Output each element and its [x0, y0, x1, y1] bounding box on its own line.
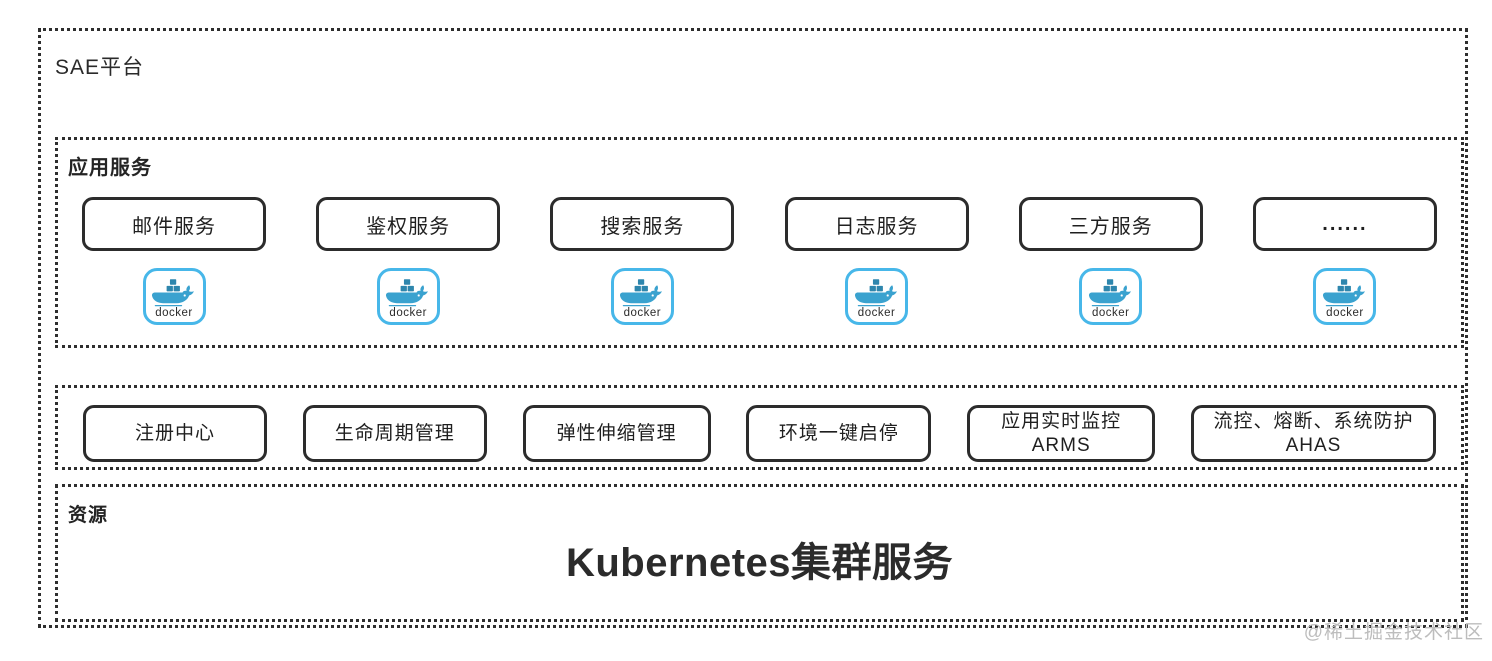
docker-whale-icon [620, 279, 663, 307]
capability-box-lifecycle: 生命周期管理 [302, 405, 487, 462]
service-box-thirdparty: 三方服务 [1018, 197, 1203, 251]
sae-platform-label: SAE平台 [55, 56, 145, 79]
platform-capabilities-section: 注册中心 生命周期管理 弹性伸缩管理 环境一键启停 应用实时监控 A [55, 385, 1464, 470]
docker-icon: docker [785, 268, 969, 325]
capability-boxes-row: 注册中心 生命周期管理 弹性伸缩管理 环境一键启停 应用实时监控 A [58, 405, 1461, 462]
service-box-auth: 鉴权服务 [316, 197, 501, 251]
sae-platform-container: SAE平台 应用服务 邮件服务 鉴权服务 搜索服务 日志服务 三方服务 ....… [38, 28, 1468, 628]
docker-badge: docker [142, 268, 206, 325]
docker-badge: docker [610, 268, 674, 325]
capability-label: 生命周期管理 [334, 422, 455, 444]
docker-icon: docker [1019, 268, 1203, 325]
docker-badge: docker [1079, 268, 1143, 325]
docker-wordmark: docker [1326, 307, 1364, 319]
resources-label: 资源 [68, 505, 109, 526]
capability-box-registry: 注册中心 [83, 405, 267, 462]
service-box-mail: 邮件服务 [82, 197, 266, 251]
docker-whale-icon [386, 279, 429, 307]
docker-badge: docker [845, 268, 909, 325]
docker-icons-row: docker [58, 268, 1461, 325]
docker-badge: docker [376, 268, 440, 325]
docker-wordmark: docker [1091, 307, 1130, 319]
capability-sublabel: ARMS [1031, 434, 1091, 456]
capability-box-arms: 应用实时监控 ARMS [967, 405, 1156, 462]
docker-badge: docker [1313, 268, 1377, 325]
capability-label: 流控、熔断、系统防护 [1213, 411, 1414, 433]
capability-box-env-startstop: 环境一键启停 [746, 405, 932, 462]
resources-section: 资源 Kubernetes集群服务 [55, 484, 1464, 622]
service-box-more: ...... [1252, 197, 1437, 251]
docker-icon: docker [1253, 268, 1437, 325]
capability-label: 弹性伸缩管理 [556, 422, 677, 444]
docker-whale-icon [1088, 279, 1131, 307]
watermark: @稀土掘金技术社区 [1303, 622, 1484, 643]
service-box-log: 日志服务 [784, 197, 969, 251]
docker-wordmark: docker [857, 307, 896, 319]
capability-label: 环境一键启停 [778, 422, 899, 444]
docker-wordmark: docker [155, 307, 193, 319]
docker-wordmark: docker [389, 307, 427, 319]
app-services-section: 应用服务 邮件服务 鉴权服务 搜索服务 日志服务 三方服务 ...... [55, 137, 1464, 348]
docker-whale-icon [1322, 279, 1365, 307]
service-box-search: 搜索服务 [550, 197, 735, 251]
capability-box-autoscaling: 弹性伸缩管理 [522, 405, 711, 462]
capability-box-ahas: 流控、熔断、系统防护 AHAS [1190, 405, 1436, 462]
service-boxes-row: 邮件服务 鉴权服务 搜索服务 日志服务 三方服务 ...... [58, 197, 1461, 251]
app-services-label: 应用服务 [68, 157, 152, 179]
docker-whale-icon [854, 279, 897, 307]
docker-icon: docker [82, 268, 266, 325]
kubernetes-cluster-title: Kubernetes集群服务 [565, 541, 954, 585]
docker-wordmark: docker [623, 307, 662, 319]
capability-label: 应用实时监控 [1001, 411, 1122, 433]
capability-sublabel: AHAS [1285, 434, 1342, 456]
docker-icon: docker [550, 268, 734, 325]
docker-icon: docker [316, 268, 500, 325]
capability-label: 注册中心 [134, 422, 215, 444]
docker-whale-icon [151, 279, 194, 307]
